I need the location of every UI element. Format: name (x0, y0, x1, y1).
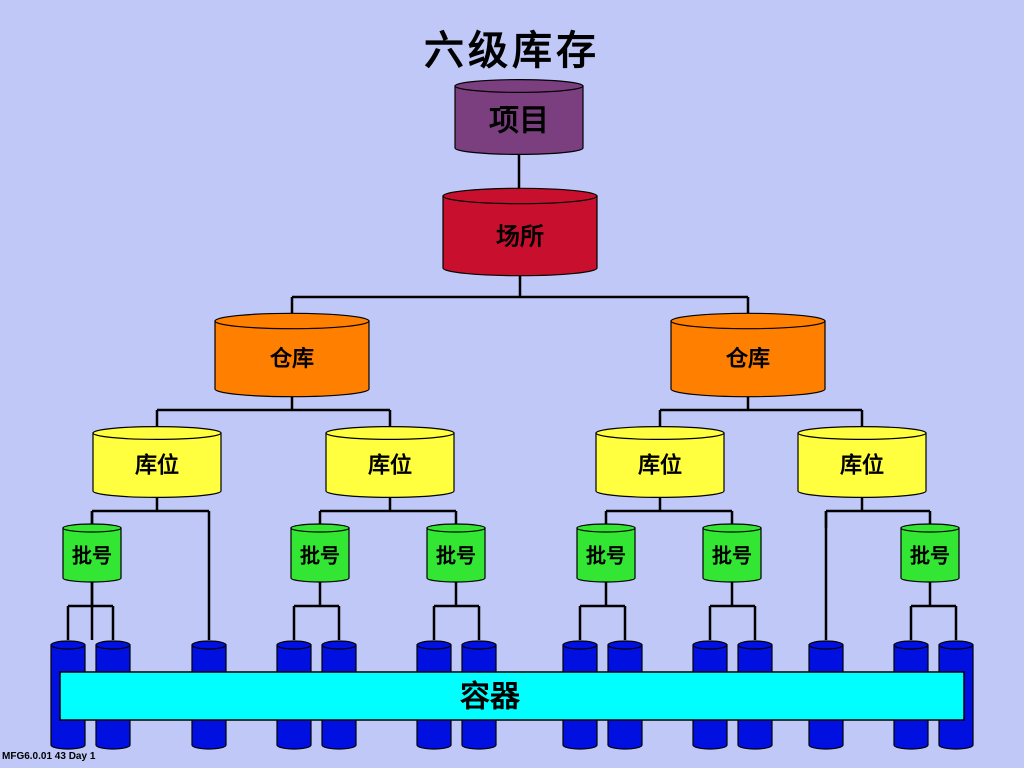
warehouse-node-label: 仓库 (725, 346, 770, 372)
lot-node-label: 批号 (436, 543, 476, 567)
location-node-label: 库位 (135, 452, 179, 478)
location-node-label: 库位 (840, 452, 884, 478)
container-bar-rect (59, 671, 965, 721)
site-node-label: 场所 (496, 223, 544, 251)
container-bar-label: 容器 (460, 680, 521, 715)
diagram-title: 六级库存 (424, 27, 600, 74)
location-node: 库位 (797, 426, 927, 498)
item-node-label: 项目 (489, 103, 549, 138)
location-node: 库位 (325, 426, 455, 498)
lot-node-label: 批号 (300, 543, 340, 567)
lot-node: 批号 (702, 523, 762, 583)
slide-footer: MFG6.0.01 43 Day 1 (2, 751, 96, 762)
lot-node: 批号 (290, 523, 350, 583)
location-node: 库位 (595, 426, 725, 498)
container-bar: 容器 (59, 671, 965, 721)
lot-node: 批号 (900, 523, 960, 583)
warehouse-node: 仓库 (214, 312, 370, 398)
location-node-label: 库位 (368, 452, 412, 478)
lot-node: 批号 (426, 523, 486, 583)
site-node: 场所 (442, 187, 598, 277)
lot-node-label: 批号 (586, 543, 626, 567)
warehouse-node: 仓库 (670, 312, 826, 398)
location-node: 库位 (92, 426, 222, 498)
connector-lines (66, 148, 958, 640)
item-node: 项目 (454, 78, 584, 155)
warehouse-node-label: 仓库 (269, 346, 314, 372)
location-node-label: 库位 (638, 452, 682, 478)
lot-node: 批号 (62, 523, 122, 583)
lot-node-label: 批号 (712, 543, 752, 567)
lot-node: 批号 (576, 523, 636, 583)
lot-node-label: 批号 (910, 543, 950, 567)
lot-node-label: 批号 (72, 543, 112, 567)
